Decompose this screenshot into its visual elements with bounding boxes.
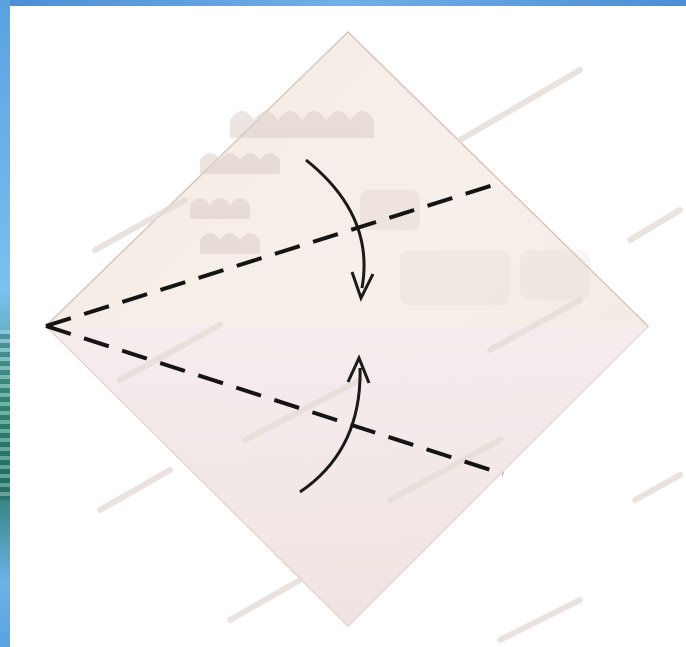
origami-step-diagram <box>0 0 686 647</box>
fold-diagram <box>0 0 686 647</box>
